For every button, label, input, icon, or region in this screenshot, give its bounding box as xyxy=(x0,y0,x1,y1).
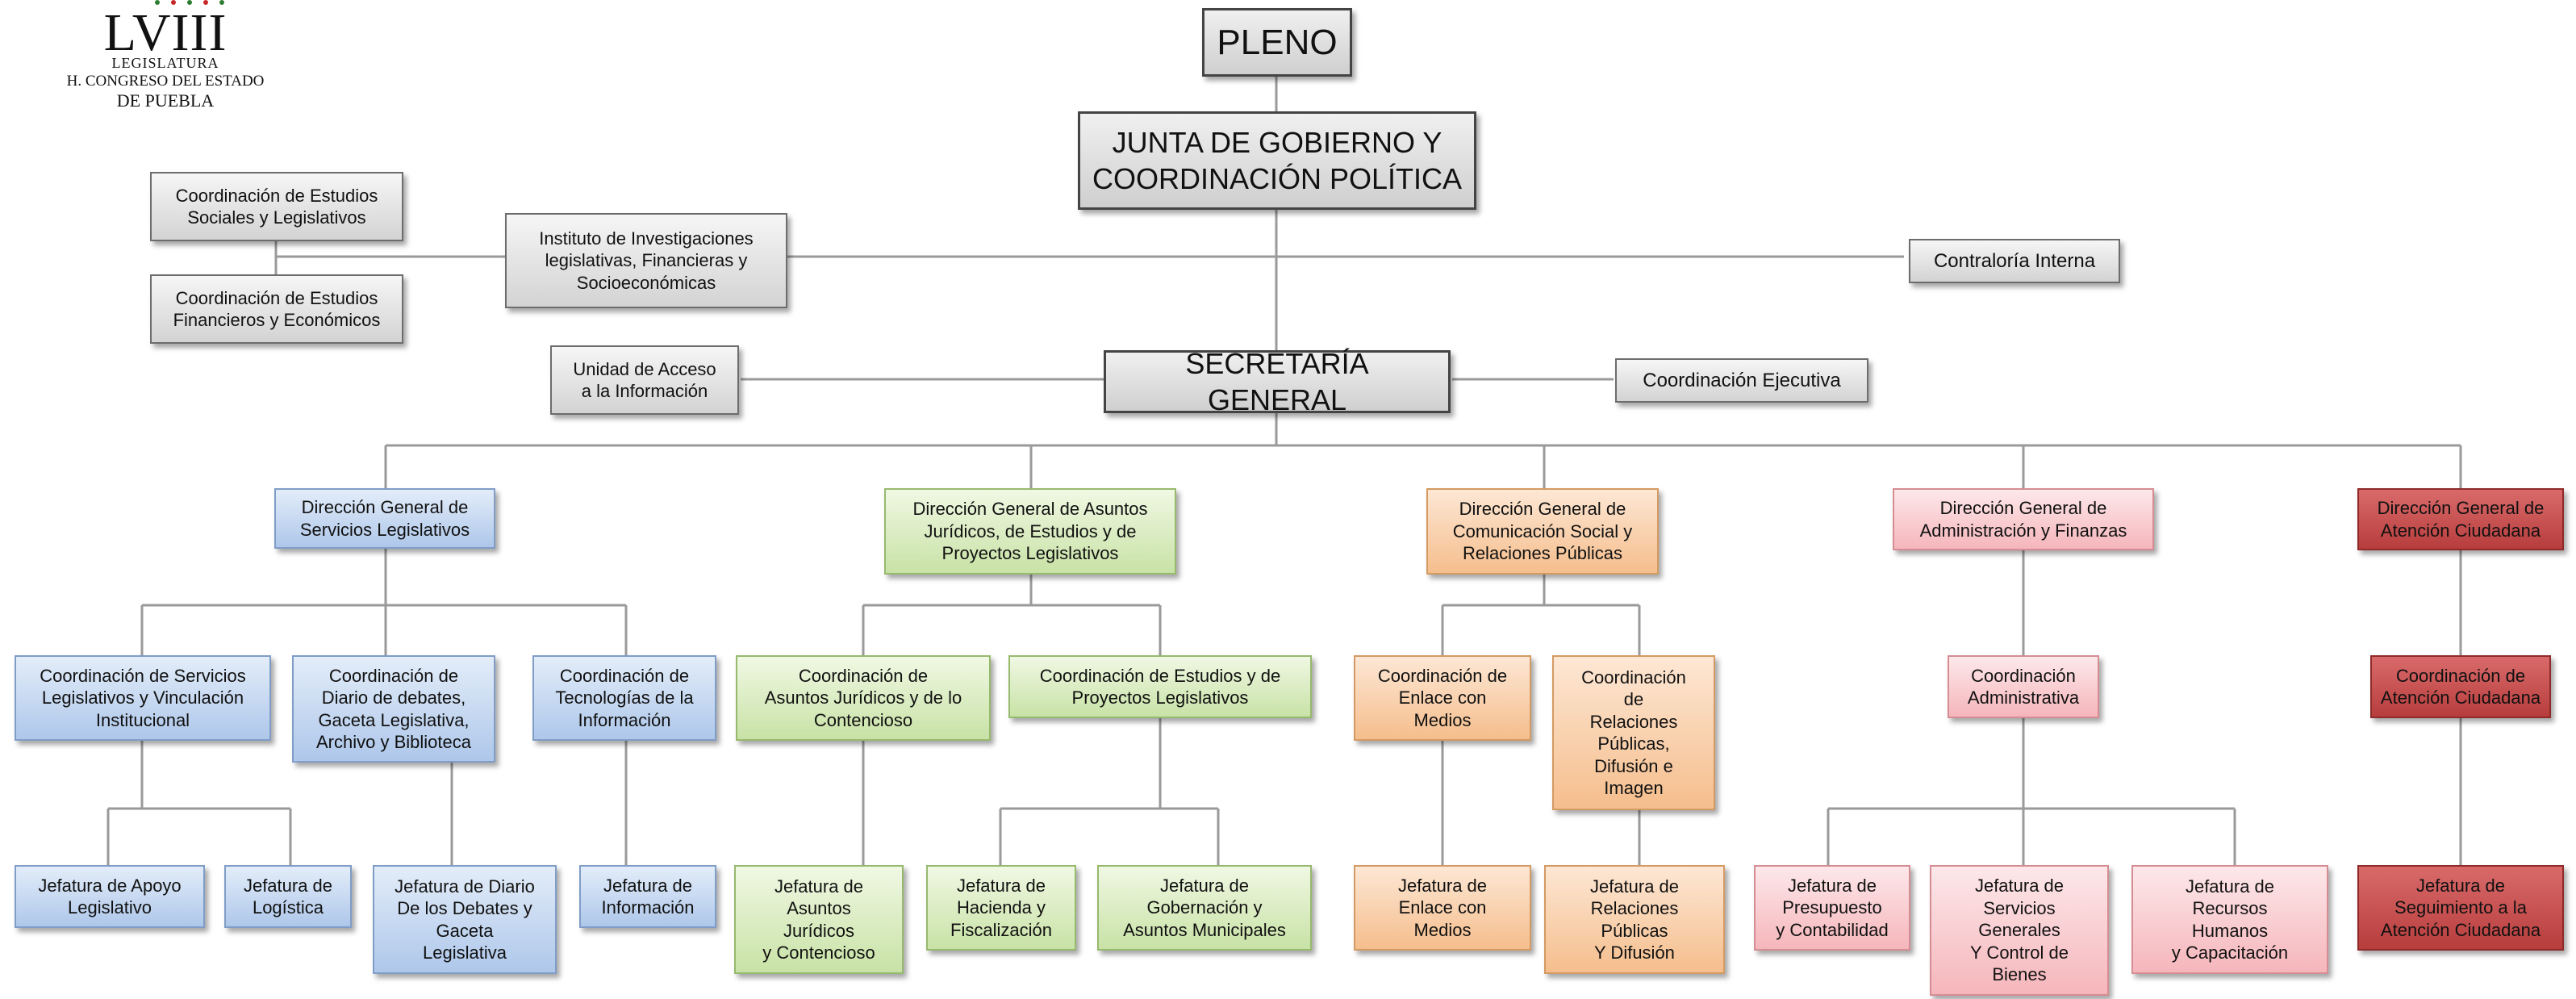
node-dg-administracion-finanzas: Dirección General de Administración y Fi… xyxy=(1893,488,2154,550)
node-coord-enlace-medios: Coordinación de Enlace con Medios xyxy=(1354,655,1531,741)
logo-line-puebla: DE PUEBLA xyxy=(116,90,215,111)
node-dg-atencion-ciudadana: Dirección General de Atención Ciudadana xyxy=(2357,488,2564,550)
node-coord-estudios-financieros: Coordinación de Estudios Financieros y E… xyxy=(150,274,403,344)
node-jef-seguimiento-atencion: Jefatura de Seguimiento a la Atención Ci… xyxy=(2357,865,2564,951)
node-coord-estudios-proyectos: Coordinación de Estudios y de Proyectos … xyxy=(1008,655,1312,718)
node-coord-relaciones-publicas: Coordinación de Relaciones Públicas, Dif… xyxy=(1552,655,1715,810)
node-pleno: PLENO xyxy=(1202,8,1352,77)
node-dg-servicios-legislativos: Dirección General de Servicios Legislati… xyxy=(274,488,495,549)
node-jef-diario-debates: Jefatura de Diario De los Debates y Gace… xyxy=(373,865,557,974)
legislature-logo: LVIII LEGISLATURA H. CONGRESO DEL ESTADO… xyxy=(48,0,282,117)
logo-numeral: LVIII xyxy=(103,3,228,62)
node-secretaria-general: SECRETARÍA GENERAL xyxy=(1104,347,1451,416)
node-jef-recursos-humanos: Jefatura de Recursos Humanos y Capacitac… xyxy=(2131,865,2328,974)
node-dg-comunicacion-social: Dirección General de Comunicación Social… xyxy=(1426,488,1659,575)
node-jef-informacion: Jefatura de Información xyxy=(579,865,716,928)
node-jef-enlace-medios: Jefatura de Enlace con Medios xyxy=(1354,865,1531,951)
node-coord-administrativa: Coordinación Administrativa xyxy=(1948,655,2099,718)
node-coord-servicios-legislativos: Coordinación de Servicios Legislativos y… xyxy=(15,655,271,741)
logo-line-legislatura: LEGISLATURA xyxy=(111,55,219,71)
node-dg-asuntos-juridicos: Dirección General de Asuntos Jurídicos, … xyxy=(884,488,1176,575)
node-junta-gobierno: JUNTA DE GOBIERNO Y COORDINACIÓN POLÍTIC… xyxy=(1078,111,1476,210)
node-jef-asuntos-juridicos: Jefatura de Asuntos Jurídicos y Contenci… xyxy=(734,865,904,974)
node-instituto-investigaciones: Instituto de Investigaciones legislativa… xyxy=(505,213,787,308)
node-coord-diario-debates: Coordinación de Diario de debates, Gacet… xyxy=(292,655,495,763)
node-coord-asuntos-juridicos: Coordinación de Asuntos Jurídicos y de l… xyxy=(736,655,991,741)
node-coord-tecnologias: Coordinación de Tecnologías de la Inform… xyxy=(532,655,716,741)
node-unidad-acceso: Unidad de Acceso a la Información xyxy=(550,345,739,415)
node-jef-hacienda: Jefatura de Hacienda y Fiscalización xyxy=(926,865,1076,951)
node-jef-logistica: Jefatura de Logística xyxy=(224,865,352,928)
node-jef-presupuesto: Jefatura de Presupuesto y Contabilidad xyxy=(1754,865,1910,951)
node-jef-relaciones-publicas: Jefatura de Relaciones Públicas Y Difusi… xyxy=(1544,865,1725,974)
node-jef-apoyo-legislativo: Jefatura de Apoyo Legislativo xyxy=(15,865,205,928)
node-contraloria-interna: Contraloría Interna xyxy=(1909,239,2120,283)
logo-dots xyxy=(145,0,258,8)
node-jef-servicios-generales: Jefatura de Servicios Generales Y Contro… xyxy=(1930,865,2109,996)
logo-line-congreso: H. CONGRESO DEL ESTADO xyxy=(66,73,265,90)
node-coord-estudios-sociales: Coordinación de Estudios Sociales y Legi… xyxy=(150,172,403,241)
node-coord-atencion-ciudadana: Coordinación de Atención Ciudadana xyxy=(2370,655,2551,718)
node-jef-gobernacion: Jefatura de Gobernación y Asuntos Munici… xyxy=(1097,865,1312,951)
node-coord-ejecutiva: Coordinación Ejecutiva xyxy=(1615,358,1868,403)
